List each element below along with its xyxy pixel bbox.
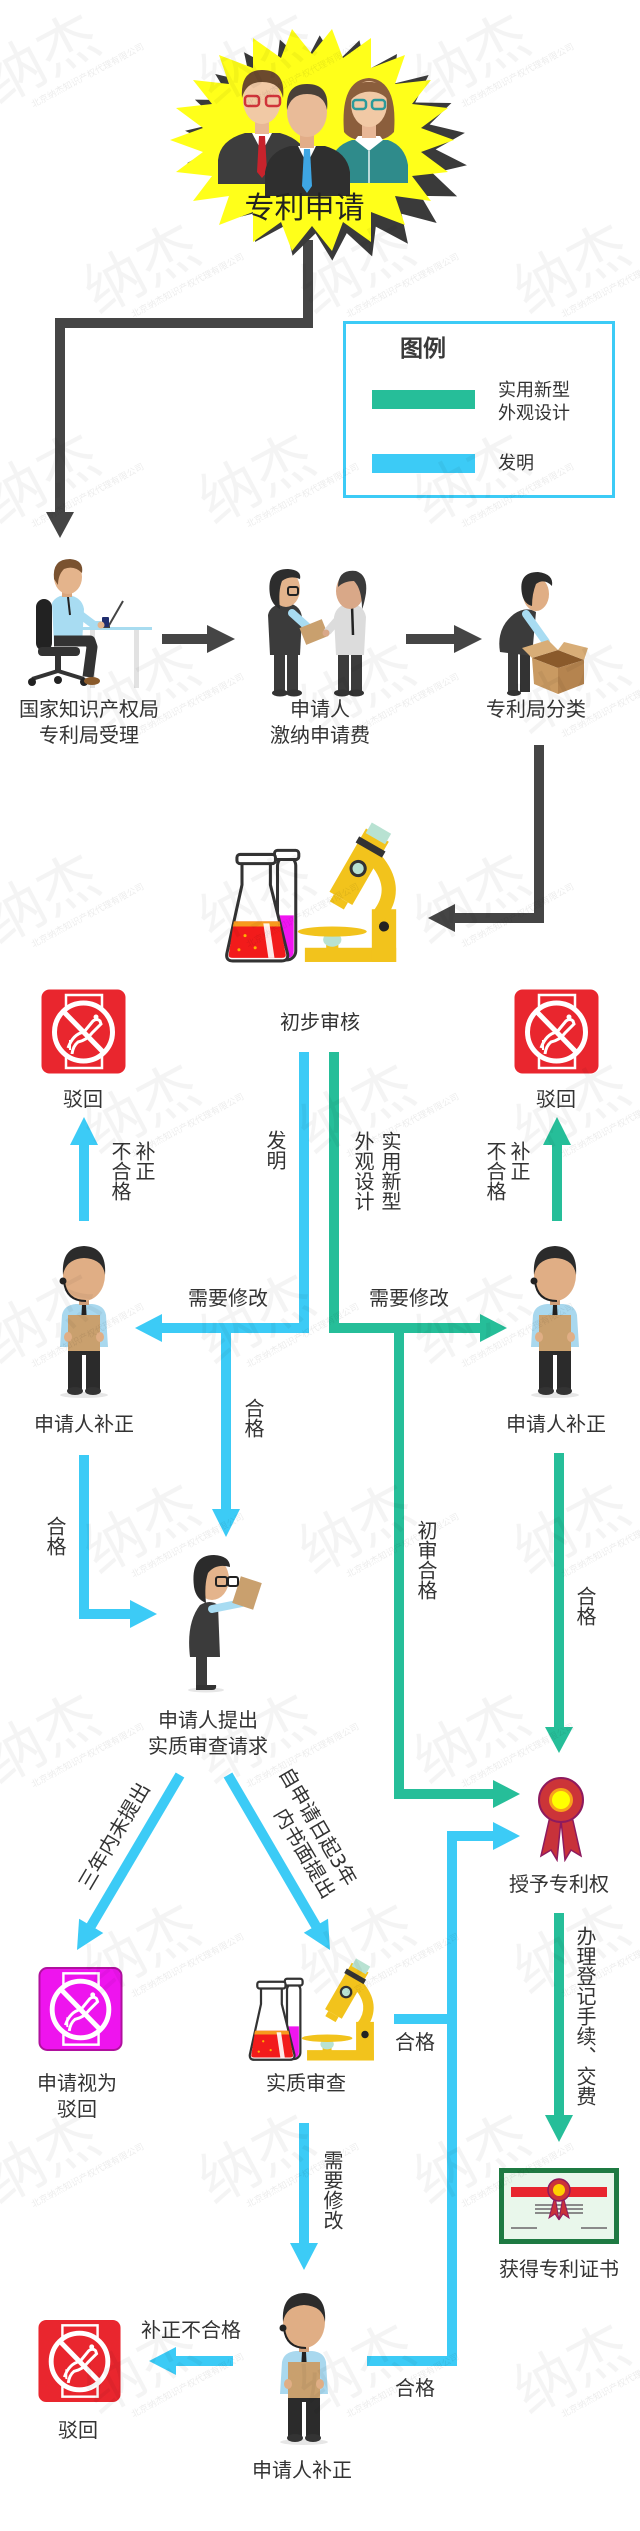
applicants-group-icon	[218, 70, 408, 196]
edge-label-preliminary-pass: 初审合格	[414, 1520, 438, 1600]
edge-label-left-fail: 不合格	[108, 1141, 132, 1201]
legend-label-line: 外观设计	[498, 403, 570, 424]
arrow-grant-to-certificate	[545, 1913, 573, 2142]
edge-label-needs-revision-bottom: 需要修改	[320, 2150, 344, 2230]
label-line: 专利局受理	[39, 723, 139, 747]
arrow-substantive-needs-revision	[290, 2123, 318, 2270]
arrow-preliminary-pass-to-grant	[394, 1328, 520, 1808]
person-headset-icon	[276, 2290, 332, 2445]
edge-label-right-correction: 补正	[507, 1141, 531, 1181]
edge-label-utility-model: 实用新型	[378, 1131, 402, 1211]
step-reject-left-label: 驳回	[63, 1087, 103, 1111]
person-with-box-icon	[499, 572, 588, 696]
page-title: 专利申请	[244, 191, 365, 226]
step-grant-label: 授予专利权	[509, 1872, 609, 1896]
step-request-substantive-label: 申请人提出 实质审查请求	[128, 1707, 288, 1759]
step-preliminary-exam-label: 初步审核	[280, 1010, 360, 1034]
reject-sign-icon	[38, 1966, 123, 2052]
step-correction-bottom-label: 申请人补正	[252, 2458, 352, 2482]
label-line: 驳回	[57, 2097, 97, 2121]
clerk-at-desk-icon	[28, 559, 152, 688]
award-ribbon-icon	[538, 1777, 584, 1862]
edge-label-needs-revision-right: 需要修改	[369, 1286, 449, 1310]
step-deemed-withdrawn-label: 申请视为 驳回	[17, 2070, 137, 2122]
legend-box: 图例 实用新型 外观设计 发明	[343, 321, 615, 498]
edge-label-pass-bottom: 合格	[395, 2376, 435, 2400]
step-pay-fee-label: 申请人 激纳申请费	[250, 696, 390, 748]
step-reject-right-label: 驳回	[536, 1087, 576, 1111]
legend-label-invention: 发明	[498, 452, 534, 475]
step-classify-label: 专利局分类	[486, 697, 586, 721]
legend-swatch-invention	[372, 454, 475, 473]
arrow-left-correction-pass	[79, 1455, 157, 1628]
label-line: 激纳申请费	[270, 723, 370, 747]
label-line: 国家知识产权局	[19, 697, 159, 721]
edge-label-register-and-pay: 办理登记手续、交费	[573, 1926, 597, 2106]
handover-document-icon	[268, 569, 367, 697]
label-line: 申请人	[290, 697, 350, 721]
arrow-invention-needs-revision	[135, 1052, 309, 1342]
arrow-acceptance-to-fee	[162, 625, 235, 653]
lab-microscope-icon	[248, 1958, 378, 2062]
edge-label-left-correction: 补正	[132, 1141, 156, 1181]
person-headset-icon	[527, 1243, 583, 1398]
reject-sign-icon	[513, 988, 600, 1075]
person-reading-icon	[188, 1555, 262, 1693]
edge-label-pass-center: 合格	[241, 1398, 265, 1438]
label-line: 实质审查请求	[148, 1734, 268, 1758]
arrow-classify-to-preliminary-exam	[428, 745, 544, 932]
step-correction-right-label: 申请人补正	[506, 1412, 606, 1436]
starburst-badge	[170, 29, 467, 261]
arrow-substantive-pass-to-grant	[367, 1822, 520, 2366]
edge-label-correction-fail-bottom: 补正不合格	[141, 2318, 241, 2342]
legend-label-line: 实用新型	[498, 380, 570, 401]
certificate-icon	[499, 2168, 619, 2244]
step-certificate-label: 获得专利证书	[499, 2257, 619, 2281]
arrow-filed-within-3-years	[223, 1772, 330, 1950]
step-correction-left-label: 申请人补正	[34, 1412, 134, 1436]
edge-label-pass-left: 合格	[43, 1516, 67, 1556]
label-line: 申请人提出	[158, 1708, 258, 1732]
arrow-fee-to-classify	[406, 625, 482, 653]
arrow-right-correction-fail	[543, 1117, 571, 1221]
arrow-bottom-correction-fail	[149, 2347, 233, 2375]
reject-sign-icon	[37, 2318, 122, 2404]
arrow-right-correction-pass	[545, 1453, 573, 1753]
arrow-application-to-acceptance	[46, 240, 313, 538]
edge-label-needs-revision-left: 需要修改	[188, 1286, 268, 1310]
arrow-not-filed-in-3-years	[77, 1772, 185, 1950]
legend-swatch-utility-design	[372, 390, 475, 409]
arrow-utility-needs-revision	[329, 1052, 507, 1342]
label-line: 申请视为	[37, 2071, 117, 2095]
legend-title: 图例	[400, 336, 446, 362]
edge-label-design: 外观设计	[351, 1131, 375, 1211]
legend-label-line: 发明	[498, 453, 534, 474]
step-substantive-exam-label: 实质审查	[266, 2071, 346, 2095]
edge-label-substantive-pass: 合格	[395, 2030, 435, 2054]
person-headset-icon	[56, 1243, 112, 1398]
step-cnipa-accept-label: 国家知识产权局 专利局受理	[9, 696, 169, 748]
edge-label-right-fail: 不合格	[483, 1141, 507, 1201]
lab-microscope-icon	[224, 822, 402, 964]
legend-label-utility-design: 实用新型 外观设计	[498, 379, 570, 425]
edge-label-invention: 发明	[263, 1130, 287, 1170]
edge-label-pass-right: 合格	[573, 1586, 597, 1626]
reject-sign-icon	[40, 988, 127, 1075]
arrow-left-correction-fail	[70, 1117, 98, 1221]
arrow-invention-pass-to-request	[212, 1328, 240, 1537]
step-reject-bottom-label: 驳回	[58, 2418, 98, 2442]
